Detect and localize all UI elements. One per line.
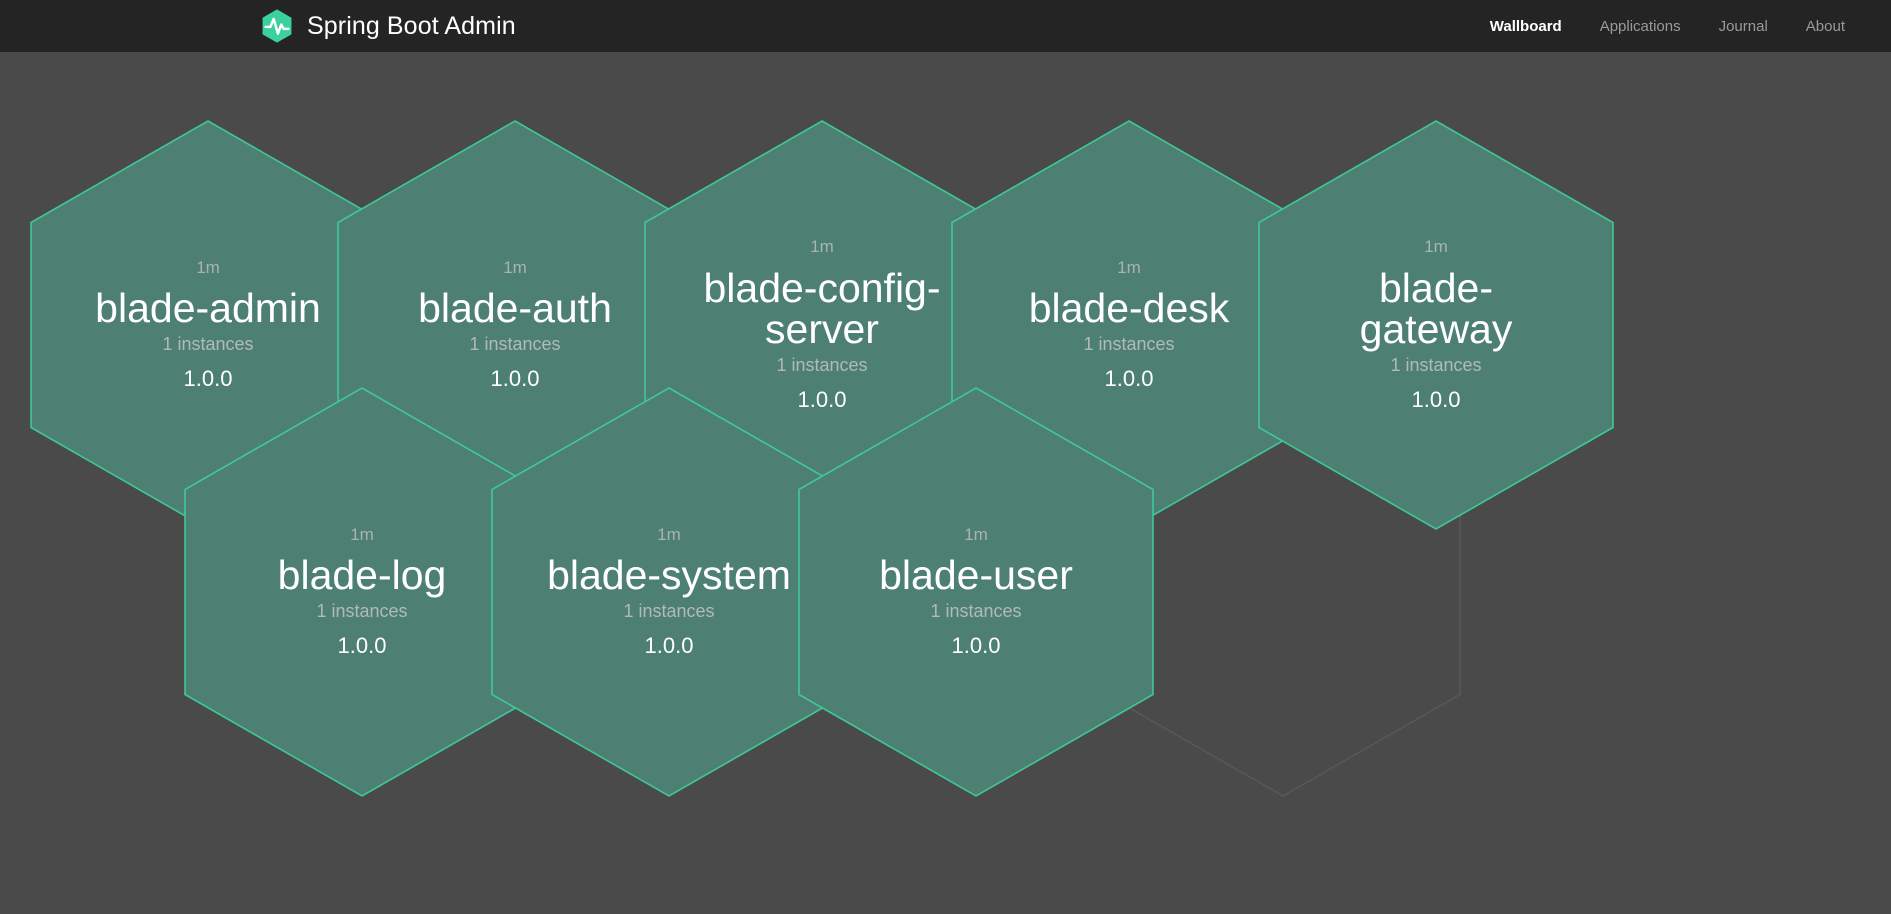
application-uptime: 1m — [964, 524, 988, 544]
application-uptime: 1m — [657, 524, 681, 544]
application-instances: 1 instances — [623, 601, 715, 622]
application-uptime: 1m — [350, 524, 374, 544]
application-version: 1.0.0 — [951, 633, 1001, 659]
application-name: blade-log — [277, 552, 447, 599]
application-instances: 1 instances — [469, 334, 561, 355]
application-instances: 1 instances — [1390, 355, 1482, 376]
application-name: blade-user — [879, 552, 1073, 599]
application-uptime: 1m — [503, 257, 527, 277]
application-version: 1.0.0 — [1411, 386, 1461, 412]
nav-links: Wallboard Applications Journal About — [1490, 18, 1845, 35]
brand-home-link[interactable]: Spring Boot Admin — [258, 7, 516, 45]
application-uptime: 1m — [1117, 257, 1141, 277]
nav-link-applications[interactable]: Applications — [1599, 17, 1681, 35]
application-name: blade-gateway — [1359, 264, 1513, 353]
top-navbar: Spring Boot Admin Wallboard Applications… — [0, 0, 1891, 52]
application-name: blade-desk — [1028, 285, 1230, 332]
application-instances: 1 instances — [930, 601, 1022, 622]
nav-link-journal[interactable]: Journal — [1718, 17, 1768, 35]
brand-title: Spring Boot Admin — [307, 11, 516, 40]
application-instances: 1 instances — [162, 334, 254, 355]
application-uptime: 1m — [196, 257, 220, 277]
application-name: blade-config-server — [703, 264, 941, 353]
application-name: blade-admin — [95, 285, 321, 332]
application-name: blade-system — [547, 552, 791, 599]
application-version: 1.0.0 — [337, 633, 387, 659]
application-version: 1.0.0 — [183, 366, 233, 392]
application-instances: 1 instances — [776, 355, 868, 376]
application-uptime: 1m — [810, 236, 834, 256]
nav-link-about[interactable]: About — [1805, 17, 1845, 35]
application-instances: 1 instances — [1083, 334, 1175, 355]
application-uptime: 1m — [1424, 236, 1448, 256]
application-name: blade-auth — [418, 285, 612, 332]
application-version: 1.0.0 — [797, 386, 847, 412]
application-version: 1.0.0 — [490, 366, 540, 392]
application-version: 1.0.0 — [1104, 366, 1154, 392]
nav-link-wallboard[interactable]: Wallboard — [1489, 17, 1562, 35]
application-instances: 1 instances — [316, 601, 408, 622]
application-version: 1.0.0 — [644, 633, 694, 659]
heartbeat-hexagon-logo-icon — [262, 9, 292, 43]
